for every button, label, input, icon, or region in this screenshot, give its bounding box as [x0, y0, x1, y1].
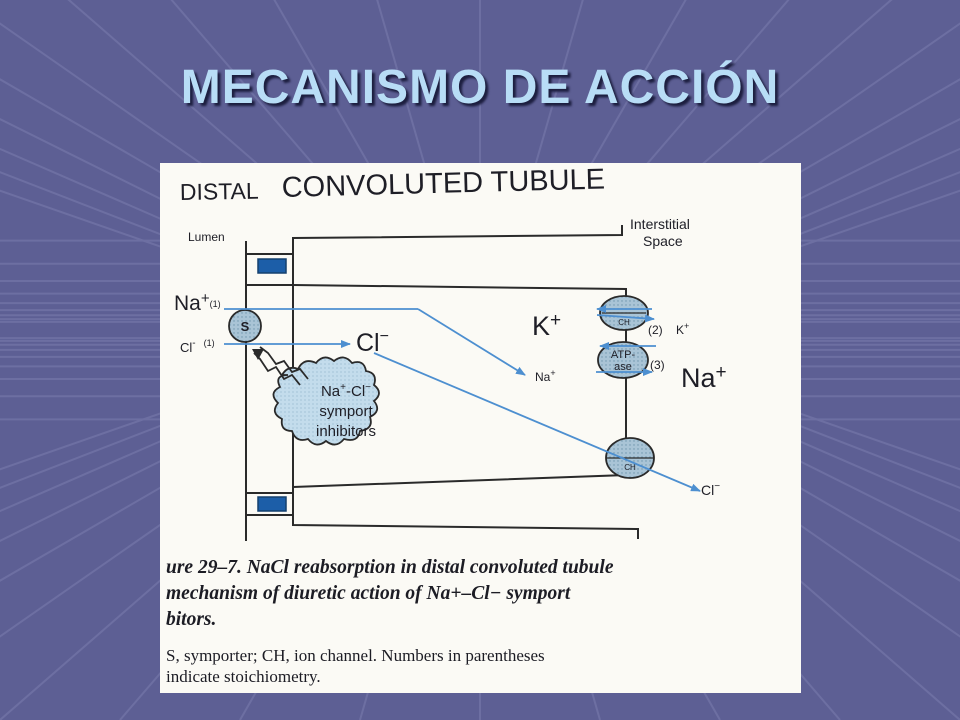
figure-caption: ure 29–7. NaCl reabsorption in distal co… — [166, 555, 792, 687]
cl-cell-label: Cl− — [356, 328, 389, 357]
channel-bottom-label: CH — [624, 463, 636, 472]
tubule-diagram: DISTAL CONVOLUTED TUBULE Lumen Interstit… — [174, 164, 727, 541]
interstitial-label-line-1: Interstitial — [630, 216, 690, 232]
inhibitor-line-3: inhibitors — [316, 423, 376, 440]
inhibition-arrowhead — [252, 349, 264, 360]
pump-label-line-2: ase — [614, 361, 632, 373]
symporter — [228, 309, 262, 343]
heading-convoluted-tubule: CONVOLUTED TUBULE — [281, 164, 605, 204]
slide-title: MECANISMO DE ACCIÓN — [180, 61, 780, 114]
caption-legend-text: S, symporter; CH, ion channel. Numbers i… — [166, 646, 545, 686]
k-stoich-label: (2) — [648, 323, 663, 337]
arrow-cl-cell-to-interstitial — [373, 352, 701, 492]
pump-label-line-1: ATP- — [611, 349, 636, 361]
na-cell-label: Na+ — [535, 368, 556, 384]
k-interstitial-label: K+ — [676, 321, 689, 337]
ion-arrows — [224, 305, 701, 492]
heading-distal: DISTAL — [180, 178, 259, 205]
arrow-na-cell-to-pump — [417, 308, 526, 376]
inhibitor-line-1: Na+-Cl− — [321, 382, 371, 400]
k-cell-label: K+ — [532, 310, 561, 341]
tight-junction-bottom — [257, 496, 287, 512]
figure-panel: DISTAL CONVOLUTED TUBULE Lumen Interstit… — [160, 163, 801, 693]
na-stoich-label: (3) — [650, 358, 665, 372]
inhibition-zigzag-2 — [259, 346, 309, 380]
symporter-label: S — [241, 319, 250, 334]
channel-top-label: CH — [618, 318, 630, 327]
inhibitor-line-2: symport — [319, 403, 373, 420]
cell-membranes — [245, 225, 639, 541]
na-interstitial-label: Na+ — [681, 362, 727, 393]
arrow-k-out-of-cell — [596, 314, 655, 323]
na-lumen-label: Na+(1) — [174, 290, 221, 315]
interstitial-label-line-2: Space — [643, 233, 683, 249]
atpase-pump — [597, 341, 649, 379]
lumen-label: Lumen — [188, 230, 225, 244]
cl-interstitial-label: Cl− — [701, 481, 720, 498]
cl-lumen-label: Cl-(1) — [180, 338, 215, 355]
inhibitor-blob — [272, 356, 380, 446]
inhibition-zigzag — [253, 352, 301, 386]
caption-main-text: ure 29–7. NaCl reabsorption in distal co… — [166, 557, 614, 630]
tight-junction-top — [257, 258, 287, 274]
